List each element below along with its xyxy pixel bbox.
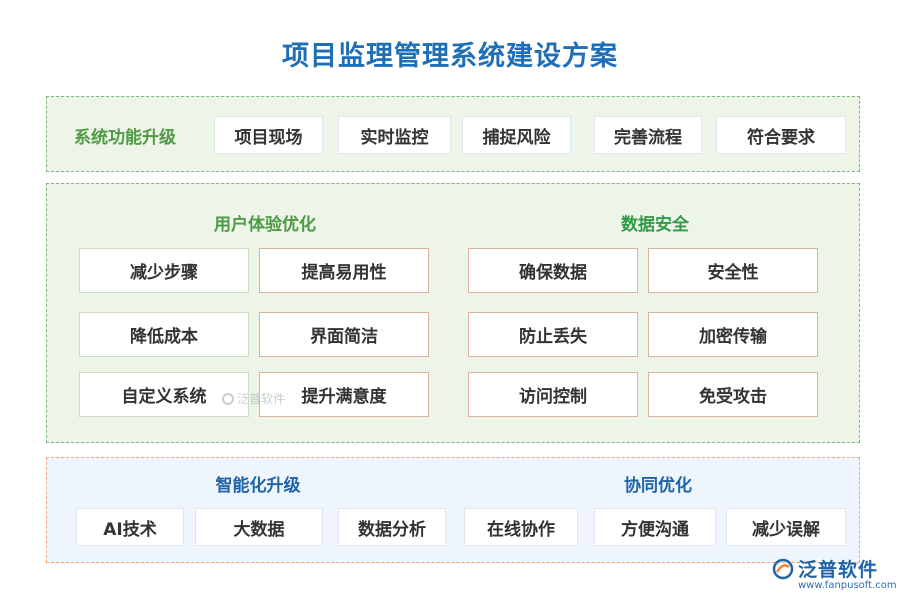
smart-item-data-analysis: 数据分析 xyxy=(338,508,446,546)
experience-item-reduce-steps: 减少步骤 xyxy=(79,248,249,293)
upgrade-item-meet-requirements: 符合要求 xyxy=(716,116,846,154)
smart-item-ai: AI技术 xyxy=(76,508,184,546)
security-label: 数据安全 xyxy=(621,215,689,235)
smart-upgrade-label: 智能化升级 xyxy=(215,476,301,496)
experience-item-lower-cost: 降低成本 xyxy=(79,312,249,357)
security-item-safety: 安全性 xyxy=(648,248,818,293)
upgrade-item-improve-process: 完善流程 xyxy=(594,116,702,154)
security-item-access-control: 访问控制 xyxy=(468,372,638,417)
brand-logo-icon xyxy=(772,558,794,579)
experience-item-simple-ui: 界面简洁 xyxy=(259,312,429,357)
collab-label: 协同优化 xyxy=(624,476,692,496)
experience-item-custom-system: 自定义系统 xyxy=(79,372,249,417)
collab-item-communication: 方便沟通 xyxy=(594,508,716,546)
experience-label: 用户体验优化 xyxy=(214,215,316,235)
security-item-prevent-loss: 防止丢失 xyxy=(468,312,638,357)
collab-item-online: 在线协作 xyxy=(464,508,578,546)
watermark-text: 泛普软件 xyxy=(237,392,286,406)
system-upgrade-label: 系统功能升级 xyxy=(74,128,176,148)
security-item-encrypted-transfer: 加密传输 xyxy=(648,312,818,357)
collab-item-reduce-misunderstanding: 减少误解 xyxy=(726,508,846,546)
brand-url: www.fanpusoft.com xyxy=(798,580,897,591)
security-item-attack-proof: 免受攻击 xyxy=(648,372,818,417)
upgrade-item-realtime-monitor: 实时监控 xyxy=(338,116,451,154)
brand-logo: 泛普软件 xyxy=(772,555,878,582)
security-item-ensure-data: 确保数据 xyxy=(468,248,638,293)
upgrade-item-capture-risk: 捕捉风险 xyxy=(462,116,571,154)
smart-item-big-data: 大数据 xyxy=(195,508,323,546)
upgrade-item-project-site: 项目现场 xyxy=(214,116,323,154)
watermark-logo-icon xyxy=(222,392,234,405)
page-title: 项目监理管理系统建设方案 xyxy=(282,41,618,72)
brand-name: 泛普软件 xyxy=(798,559,879,581)
experience-item-ease-of-use: 提高易用性 xyxy=(259,248,429,293)
experience-item-satisfaction: 提升满意度 xyxy=(259,372,429,417)
watermark: 泛普软件 xyxy=(222,390,285,407)
